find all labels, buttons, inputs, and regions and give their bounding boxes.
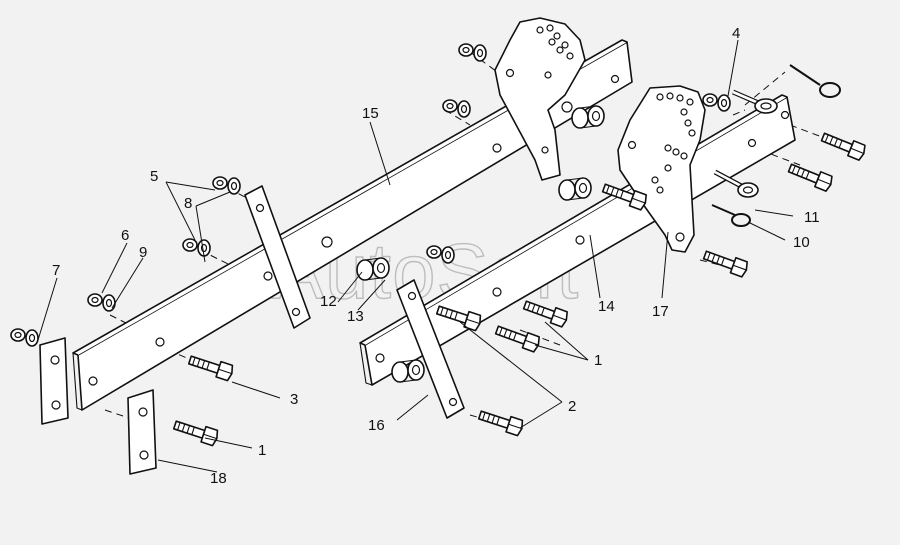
callout-1-right: 1 [594,352,602,369]
bolt-3 [186,351,236,383]
nut-washer-mid-rear [442,99,471,118]
bolt-1-lower [171,416,221,448]
callout-1-left: 1 [258,442,266,459]
callout-7: 7 [52,262,60,279]
nut-washer-7 [10,328,39,347]
callout-8: 8 [184,195,192,212]
bracket-plate-17-rear [494,17,586,181]
plate-16-left [244,185,311,329]
clip-10 [711,204,751,227]
nut-washer-5-8-upper [212,176,241,195]
callout-6: 6 [121,227,129,244]
callout-12: 12 [320,293,337,310]
callout-14: 14 [598,298,615,315]
callout-9: 9 [139,244,147,261]
bolt-17 [701,246,750,279]
nut-washer-top-rear [458,43,487,62]
callout-5: 5 [150,168,158,185]
callout-10: 10 [793,234,810,251]
bolt-1-b [493,321,542,354]
callout-17: 17 [652,303,669,320]
callout-18: 18 [210,470,227,487]
nut-washer-6-9 [87,293,116,312]
nut-washer-5-8-lower [182,238,211,257]
pin-11 [713,169,759,198]
bush-middle [558,177,592,201]
callout-15: 15 [362,105,379,122]
pin-4 [732,89,778,114]
bolt-right-upper [819,128,868,162]
callout-4: 4 [732,25,740,42]
callout-16: 16 [368,417,385,434]
callout-13: 13 [347,308,364,325]
clip-4 [789,64,841,98]
plate-16-right [396,279,465,419]
callout-3: 3 [290,391,298,408]
plate-18 [127,389,157,475]
bolt-right-lower [786,159,835,193]
leader-lines [37,39,794,473]
nut-washer-4 [702,93,731,112]
bracket-plate-17-front [617,85,706,253]
plate-7 [39,337,69,425]
bolt-2-lower [476,406,526,438]
callout-11: 11 [804,209,820,226]
bush-upper [571,105,605,129]
callout-labels: 15 5 8 6 9 7 4 11 10 14 17 12 13 1 3 2 1… [52,25,820,487]
callout-2: 2 [568,398,576,415]
main-beam-15 [72,39,633,411]
